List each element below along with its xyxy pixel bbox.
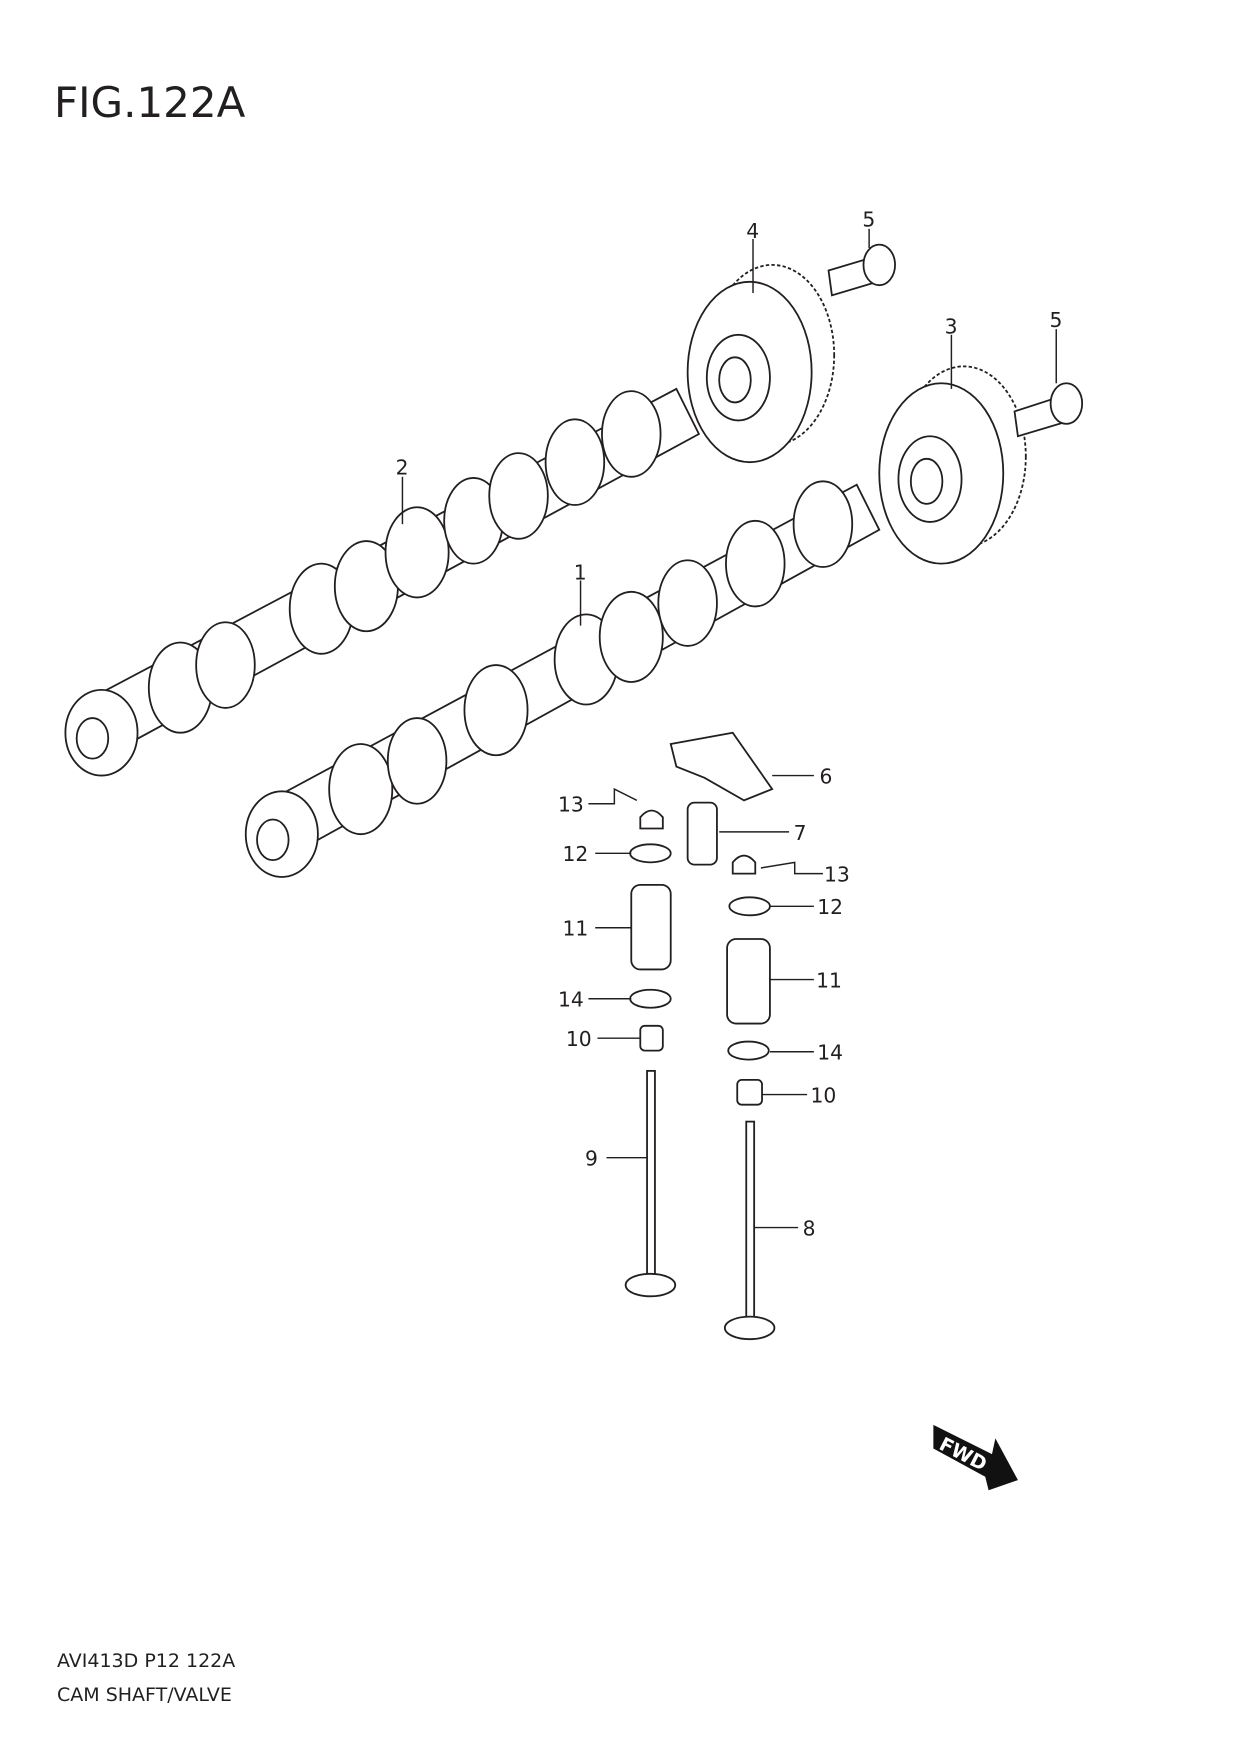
callout-11: 11 [563,917,589,941]
callout-13: 13 [824,863,850,887]
callout-12: 12 [563,842,589,866]
rocker-arm-6 [669,731,774,802]
callout-14: 14 [817,1041,843,1065]
callout-9: 9 [585,1147,598,1171]
footer-code: AVI413D P12 122A [57,1650,236,1672]
callout-10: 10 [811,1083,837,1107]
camshaft-1 [244,480,881,878]
valve-8 [723,1120,776,1341]
callout-2: 2 [396,456,409,480]
valve-small-parts [629,809,771,1106]
cam-gear-4 [686,264,836,464]
callout-5: 5 [862,208,875,232]
camshaft-2 [64,387,701,777]
callout-11: 11 [816,968,842,992]
footer-name: CAM SHAFT/VALVE [57,1684,232,1706]
cam-gear-3 [878,365,1027,565]
bolt-5b [1013,382,1084,438]
callout-13: 13 [558,793,584,817]
callout-7: 7 [794,821,807,845]
callout-4: 4 [746,219,759,243]
fwd-label: FWD [936,1432,991,1475]
callout-12: 12 [817,895,843,919]
lifter-7 [686,801,718,866]
callout-1: 1 [574,560,587,584]
callout-8: 8 [803,1216,816,1240]
callout-5: 5 [1049,308,1062,332]
callout-3: 3 [945,315,958,339]
fwd-arrow-icon: FWD [933,1424,1018,1491]
figure-title: FIG.122A [54,78,246,127]
leader-lines [401,228,1057,1229]
callout-10: 10 [566,1027,592,1051]
callout-6: 6 [820,764,833,788]
valve-9 [624,1069,677,1298]
callout-14: 14 [558,988,584,1012]
bolt-5a [827,243,896,297]
